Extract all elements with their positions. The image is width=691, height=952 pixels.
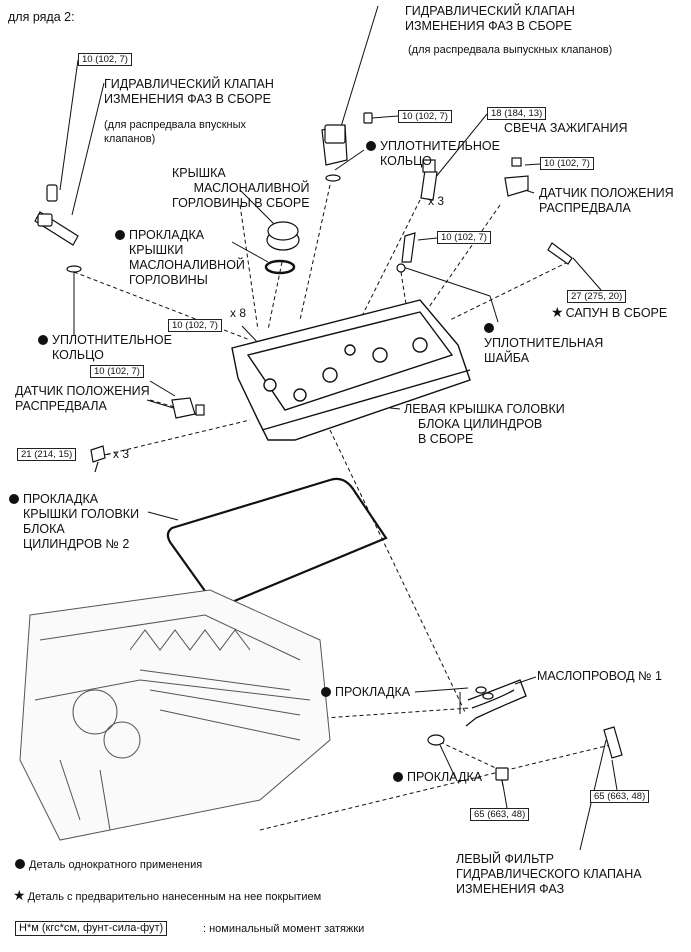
leader-filter-r-torque (611, 759, 618, 791)
count-x3-bolt: x 3 (113, 447, 130, 461)
torque-box-bolt: 21 (214, 15) (17, 448, 77, 461)
filter-bolt-left (495, 767, 509, 787)
engine-block (19, 589, 331, 841)
oil-filler-cap (266, 221, 300, 251)
torque-box-vvt-in: 10 (102, 7) (78, 53, 132, 66)
label-oil-pipe: МАСЛОПРОВОД № 1 (537, 669, 662, 683)
torque-box-cover: 10 (102, 7) (168, 319, 222, 332)
non-reusable-icon (393, 772, 403, 782)
non-reusable-icon (484, 323, 494, 333)
leader-filler-gasket (231, 241, 269, 263)
leader-vvt-ex-torque (371, 115, 399, 119)
leader-sensor-l-torque (149, 380, 176, 397)
count-x8: x 8 (230, 306, 247, 320)
non-reusable-icon (115, 230, 125, 240)
torque-box-stud: 10 (102, 7) (437, 231, 491, 244)
label-oring-top: УПЛОТНИТЕЛЬНОЕ КОЛЬЦО (366, 139, 500, 169)
leader-gasket1-a (414, 687, 469, 693)
leader-breather-a (572, 257, 602, 291)
non-reusable-icon (366, 141, 376, 151)
torque-box-sensor-r: 10 (102, 7) (540, 157, 594, 170)
leader-oil-pipe (514, 676, 537, 685)
label-vvt-filter: ЛЕВЫЙ ФИЛЬТР ГИДРАВЛИЧЕСКОГО КЛАПАНА ИЗМ… (456, 852, 642, 896)
legend-torque-unit: Н*м (кгс*см, фунт-сила-фут) (15, 921, 168, 936)
cam-sensor-right (504, 157, 529, 197)
leader-vvt-in-label (71, 82, 105, 216)
page-header: для ряда 2: (8, 10, 75, 24)
label-head-cover: ЛЕВАЯ КРЫШКА ГОЛОВКИ БЛОКА ЦИЛИНДРОВ В С… (404, 402, 565, 446)
legend-precoated: ★Деталь с предварительно нанесенным на н… (13, 887, 322, 903)
label-breather: ★САПУН В СБОРЕ (551, 304, 668, 320)
torque-box-filter-l: 65 (663, 48) (470, 808, 530, 821)
legend-torque-desc: : номинальный момент затяжки (203, 923, 365, 935)
leader-sensor-r-torque (524, 163, 541, 166)
leader-washer-b (489, 295, 499, 323)
precoated-star-icon: ★ (13, 887, 26, 903)
label-oring-left: УПЛОТНИТЕЛЬНОЕ КОЛЬЦО (38, 333, 172, 363)
label-gasket-2: ПРОКЛАДКА (393, 770, 482, 785)
leader-head-cover (389, 407, 401, 410)
label-gasket-1: ПРОКЛАДКА (321, 685, 410, 700)
oil-pipe-no1 (465, 679, 527, 727)
non-reusable-icon (9, 494, 19, 504)
precoated-star-icon: ★ (551, 304, 564, 320)
leader-cover-gasket (147, 511, 179, 521)
leader-stud-torque (417, 237, 438, 241)
label-head-cover-gasket: ПРОКЛАДКА КРЫШКИ ГОЛОВКИ БЛОКА ЦИЛИНДРОВ… (9, 492, 139, 552)
oil-filler-gasket (264, 259, 296, 275)
cylinder-head-cover (231, 299, 471, 441)
vvt-valve-exhaust (321, 112, 373, 182)
leader-washer-a (399, 265, 491, 297)
spark-plug (420, 159, 438, 201)
torque-box-plug: 18 (184, 13) (487, 107, 547, 120)
stud-bolt (396, 232, 416, 273)
breather-plug (547, 242, 573, 265)
torque-box-vvt-ex: 10 (102, 7) (398, 110, 452, 123)
leader-oring-top (334, 149, 365, 171)
leader-filler-cap (239, 189, 279, 229)
legend-non-reusable: Деталь однократного применения (15, 858, 202, 872)
torque-box-breather: 27 (275, 20) (567, 290, 627, 303)
cam-sensor-left (171, 397, 205, 419)
label-oil-filler-cap: КРЫШКА МАСЛОНАЛИВНОЙ ГОРЛОВИНЫ В СБОРЕ (172, 166, 310, 210)
non-reusable-icon (38, 335, 48, 345)
leader-vvt-ex-label (339, 5, 379, 131)
leader-gasket2 (439, 744, 456, 778)
torque-box-filter-r: 65 (663, 48) (590, 790, 650, 803)
non-reusable-icon (15, 859, 25, 869)
label-sealing-washer: УПЛОТНИТЕЛЬНАЯ ШАЙБА (484, 321, 603, 366)
leader-plug (434, 113, 488, 179)
vvt-valve-intake (34, 184, 82, 273)
label-vvt-exhaust-note: (для распредвала выпускных клапанов) (408, 44, 613, 56)
torque-box-sensor-l: 10 (102, 7) (90, 365, 144, 378)
cover-bolt (90, 445, 106, 473)
leader-filter-l-torque (502, 784, 508, 809)
label-spark-plug: СВЕЧА ЗАЖИГАНИЯ (504, 121, 628, 135)
count-x3-plug: x 3 (428, 194, 445, 208)
filter-bolt-right (603, 726, 623, 759)
gasket-lower (427, 734, 445, 746)
leader-vvt-in-torque (59, 59, 79, 191)
non-reusable-icon (321, 687, 331, 697)
label-oil-filler-gasket: ПРОКЛАДКА КРЫШКИ МАСЛОНАЛИВНОЙ ГОРЛОВИНЫ (115, 228, 245, 288)
head-cover-gasket (166, 477, 388, 605)
